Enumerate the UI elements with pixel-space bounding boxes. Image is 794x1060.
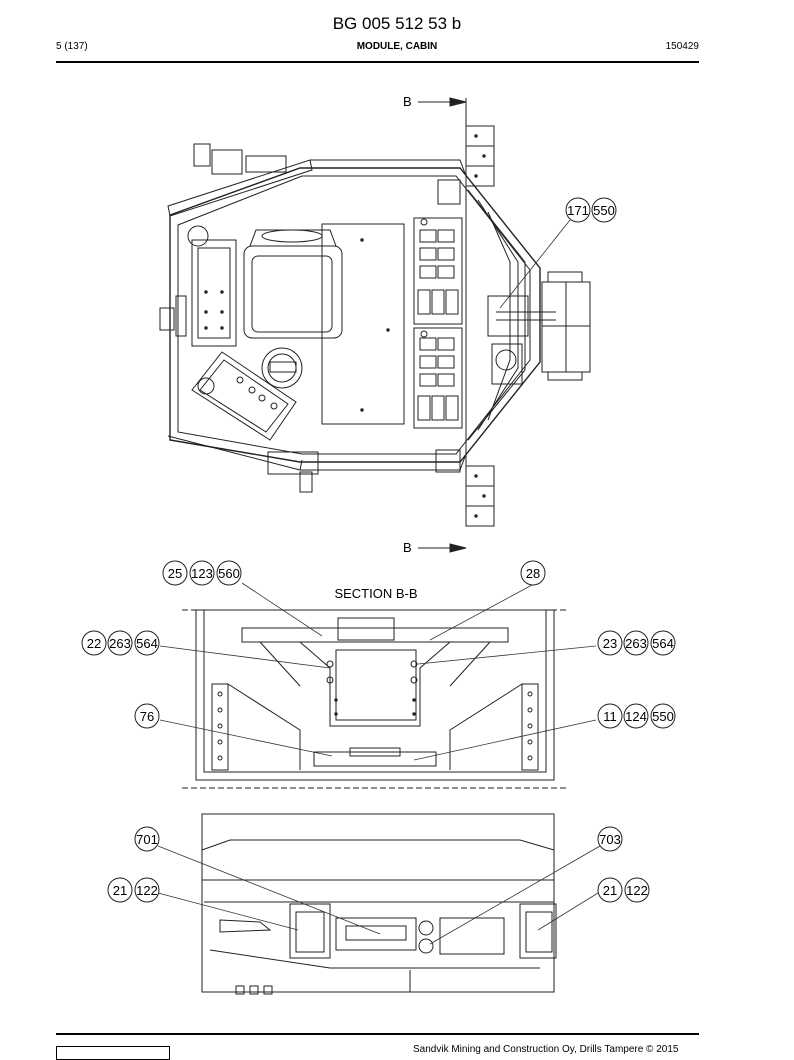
callout-76: 76 bbox=[140, 709, 154, 724]
leader-lines bbox=[157, 219, 601, 945]
callout-123: 123 bbox=[191, 566, 213, 581]
callout-263: 263 bbox=[625, 636, 647, 651]
section-arrows bbox=[418, 98, 467, 549]
callout-28: 28 bbox=[526, 566, 540, 581]
callout-171: 171 bbox=[567, 203, 589, 218]
section-marker-top: B bbox=[403, 94, 412, 109]
section-title: SECTION B-B bbox=[334, 586, 417, 601]
document-number: BG 005 512 53 b bbox=[332, 14, 462, 33]
section-name: MODULE, CABIN bbox=[356, 41, 438, 52]
callout-11: 11 bbox=[603, 709, 617, 724]
callout-701: 701 bbox=[136, 832, 158, 847]
sandvik-logo bbox=[56, 1046, 170, 1060]
callout-550: 550 bbox=[593, 203, 615, 218]
callout-122: 122 bbox=[136, 883, 158, 898]
callout-23: 23 bbox=[603, 636, 617, 651]
header-rule bbox=[56, 61, 699, 63]
callout-21: 21 bbox=[603, 883, 617, 898]
section-bb-view bbox=[182, 609, 568, 789]
callout-22: 22 bbox=[87, 636, 101, 651]
callout-550: 550 bbox=[652, 709, 674, 724]
callout-21: 21 bbox=[113, 883, 127, 898]
page-number: 5 (137) bbox=[56, 41, 88, 52]
callout-124: 124 bbox=[625, 709, 647, 724]
callout-122: 122 bbox=[626, 883, 648, 898]
section-marker-bottom: B bbox=[403, 540, 412, 555]
date-code: 150429 bbox=[665, 41, 699, 52]
bottom-detail-view bbox=[201, 813, 557, 995]
footer-copyright: Sandvik Mining and Construction Oy, Dril… bbox=[413, 1044, 679, 1055]
cabin-top-view bbox=[159, 125, 591, 527]
footer-rule bbox=[56, 1033, 699, 1035]
callout-263: 263 bbox=[109, 636, 131, 651]
callout-560: 560 bbox=[218, 566, 240, 581]
callout-564: 564 bbox=[652, 636, 674, 651]
callout-25: 25 bbox=[168, 566, 182, 581]
callout-703: 703 bbox=[599, 832, 621, 847]
callout-564: 564 bbox=[136, 636, 158, 651]
